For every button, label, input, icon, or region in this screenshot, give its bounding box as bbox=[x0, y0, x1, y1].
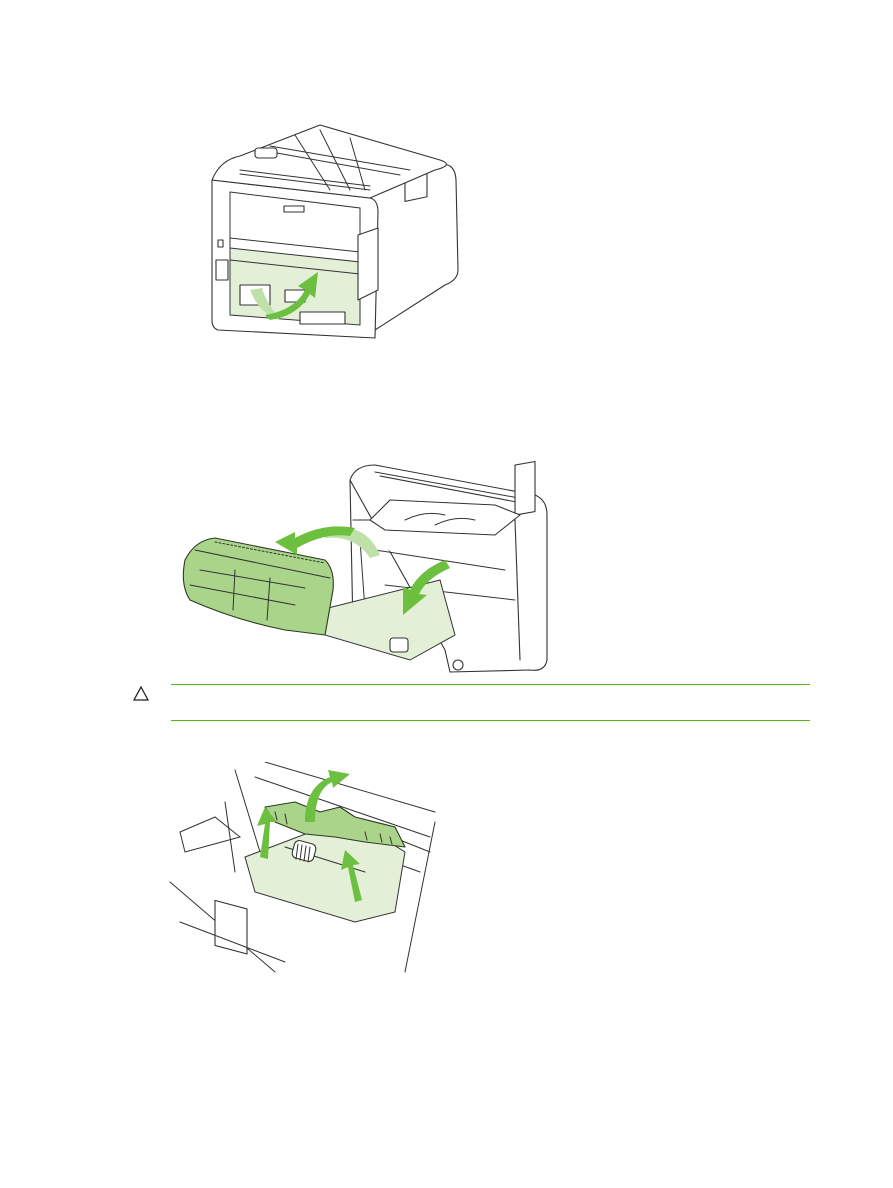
caution-top-rule bbox=[171, 684, 810, 685]
figure-toner-cartridge-illustration bbox=[175, 460, 560, 685]
caution-bottom-rule bbox=[171, 720, 810, 721]
figure-paper-path-illustration bbox=[165, 762, 450, 977]
figure-rear-door-illustration bbox=[200, 120, 465, 345]
caution-triangle-icon bbox=[132, 685, 150, 701]
